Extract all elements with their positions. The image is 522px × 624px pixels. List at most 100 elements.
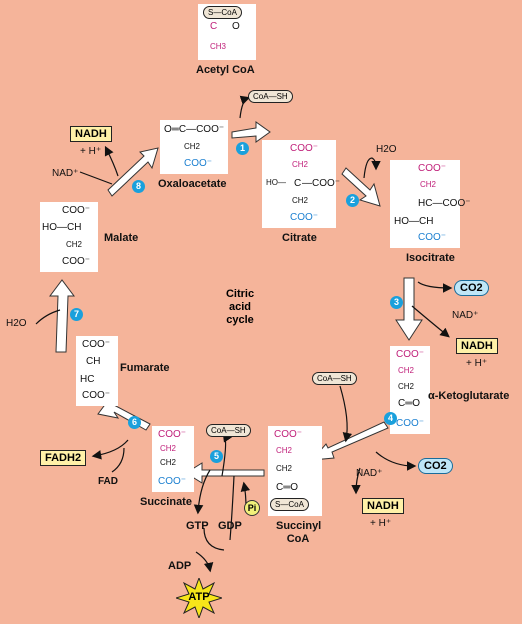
citrate-ch2a: CH2 <box>292 160 309 169</box>
methyl-label: CH3 <box>210 42 227 51</box>
oxaloacetate-coo: COO⁻ <box>184 158 213 169</box>
acetyl-coa-structure: S—CoA C O CH3 <box>198 4 256 60</box>
isocitrate-hoc: HO—CH <box>394 216 434 227</box>
nadh-b: NADH <box>362 498 404 514</box>
succinyl-coo: COO⁻ <box>274 429 303 440</box>
citrate-ch2b: CH2 <box>292 196 309 205</box>
succinate-label: Succinate <box>140 496 192 508</box>
step-1-marker: 1 <box>236 142 249 155</box>
succinate-ch2a: CH2 <box>160 444 177 453</box>
akg-coo2: COO⁻ <box>396 418 425 429</box>
co2-output-b: CO2 <box>418 458 453 474</box>
carbon-label: C <box>210 21 218 32</box>
malate-coo1: COO⁻ <box>62 205 91 216</box>
malate-hoc: HO—CH <box>42 222 82 233</box>
succinyl-coa-structure: COO⁻ CH2 CH2 C═O S—CoA <box>268 426 322 516</box>
succinyl-coa-label: Succinyl CoA <box>276 520 322 546</box>
citrate-coo2: COO⁻ <box>290 212 319 223</box>
malate-coo2: COO⁻ <box>62 256 91 267</box>
step-6-marker: 6 <box>128 416 141 429</box>
cycle-arrow-3 <box>395 277 423 341</box>
center-line-1: Citric <box>225 288 255 300</box>
cycle-arrow-7 <box>49 279 75 353</box>
citrate-right: —COO⁻ <box>302 178 341 189</box>
cycle-arrow-4 <box>310 421 389 461</box>
h-plus-c: + H⁺ <box>80 146 102 157</box>
cycle-center-label: Citric acid cycle <box>218 288 262 327</box>
succinate-structure: COO⁻ CH2 CH2 COO⁻ <box>152 426 194 492</box>
oxaloacetate-structure: O═C—COO⁻ CH2 COO⁻ <box>160 120 228 174</box>
succinate-coo1: COO⁻ <box>158 429 187 440</box>
fumarate-ch: CH <box>86 356 101 367</box>
step-8-marker: 8 <box>132 180 145 193</box>
nad-plus-b: NAD⁺ <box>356 468 383 479</box>
oxygen-label: O <box>232 21 240 32</box>
oxaloacetate-label: Oxaloacetate <box>158 178 227 190</box>
co2-output-a: CO2 <box>454 280 489 296</box>
succinyl-co: C═O <box>276 482 299 493</box>
malate-structure: COO⁻ HO—CH CH2 COO⁻ <box>40 202 98 272</box>
citrate-coo1: COO⁻ <box>290 143 319 154</box>
isocitrate-coo2: COO⁻ <box>418 232 447 243</box>
fumarate-coo2: COO⁻ <box>82 390 111 401</box>
citrate-ho: HO— <box>266 178 286 187</box>
nad-plus-c: NAD⁺ <box>52 168 79 179</box>
isocitrate-structure: COO⁻ CH2 HC—COO⁻ HO—CH COO⁻ <box>390 160 471 248</box>
akg-ch2b: CH2 <box>398 382 415 391</box>
succinyl-ch2b: CH2 <box>276 464 293 473</box>
fumarate-structure: COO⁻ CH HC COO⁻ <box>76 336 118 406</box>
citrate-c: C <box>294 178 302 189</box>
center-line-2: acid <box>228 301 251 313</box>
malate-ch2: CH2 <box>66 240 83 249</box>
atp-starburst: ATP <box>174 576 224 620</box>
gtp-label: GTP <box>186 520 209 532</box>
cycle-arrow-2 <box>341 167 381 207</box>
akg-coo1: COO⁻ <box>396 349 425 360</box>
cycle-arrow-5 <box>185 462 265 484</box>
succinyl-coa-tag: S—CoA <box>270 498 309 511</box>
fad-input: FAD <box>98 476 118 487</box>
isocitrate-coo1: COO⁻ <box>418 163 447 174</box>
succinate-ch2b: CH2 <box>160 458 177 467</box>
malate-label: Malate <box>104 232 139 244</box>
step-5-marker: 5 <box>210 450 223 463</box>
cycle-arrow-8 <box>107 147 159 197</box>
isocitrate-label: Isocitrate <box>406 252 455 264</box>
fumarate-coo1: COO⁻ <box>82 339 111 350</box>
oxaloacetate-top: O═C—COO⁻ <box>164 124 225 135</box>
h-plus-a: + H⁺ <box>466 358 488 369</box>
coa-sh-output-5: CoA—SH <box>206 424 251 437</box>
succinate-coo2: COO⁻ <box>158 476 187 487</box>
oxaloacetate-ch2: CH2 <box>184 142 201 151</box>
step-7-marker: 7 <box>70 308 83 321</box>
isocitrate-hc: HC—COO⁻ <box>418 198 471 209</box>
coa-tag: S—CoA <box>203 6 242 19</box>
fumarate-label: Fumarate <box>120 362 170 374</box>
adp-label: ADP <box>168 560 192 572</box>
fadh2-output: FADH2 <box>40 450 87 466</box>
step-3-marker: 3 <box>390 296 403 309</box>
coa-sh-output: CoA—SH <box>248 90 293 103</box>
citrate-label: Citrate <box>282 232 317 244</box>
alpha-ketoglutarate-label: α-Ketoglutarate <box>428 390 510 402</box>
step-2-marker: 2 <box>346 194 359 207</box>
akg-co: C═O <box>398 398 421 409</box>
phosphate-pi: Pi <box>244 500 260 516</box>
akg-ch2a: CH2 <box>398 366 415 375</box>
step-4-marker: 4 <box>384 412 397 425</box>
gdp-label: GDP <box>218 520 242 532</box>
fumarate-hc: HC <box>80 374 95 385</box>
nadh-c: NADH <box>70 126 112 142</box>
nad-plus-a: NAD⁺ <box>452 310 479 321</box>
citrate-structure: COO⁻ CH2 HO— C —COO⁻ CH2 COO⁻ <box>262 140 340 228</box>
isocitrate-ch2: CH2 <box>420 180 437 189</box>
cycle-arrow-1 <box>231 121 271 143</box>
succinyl-ch2a: CH2 <box>276 446 293 455</box>
atp-label: ATP <box>188 591 210 603</box>
h-plus-b: + H⁺ <box>370 518 392 529</box>
succinyl-coa-label-line2: CoA <box>286 533 310 545</box>
h2o-input-left: H2O <box>6 318 27 329</box>
center-line-3: cycle <box>226 314 254 326</box>
succinyl-coa-label-line1: Succinyl <box>276 520 322 532</box>
